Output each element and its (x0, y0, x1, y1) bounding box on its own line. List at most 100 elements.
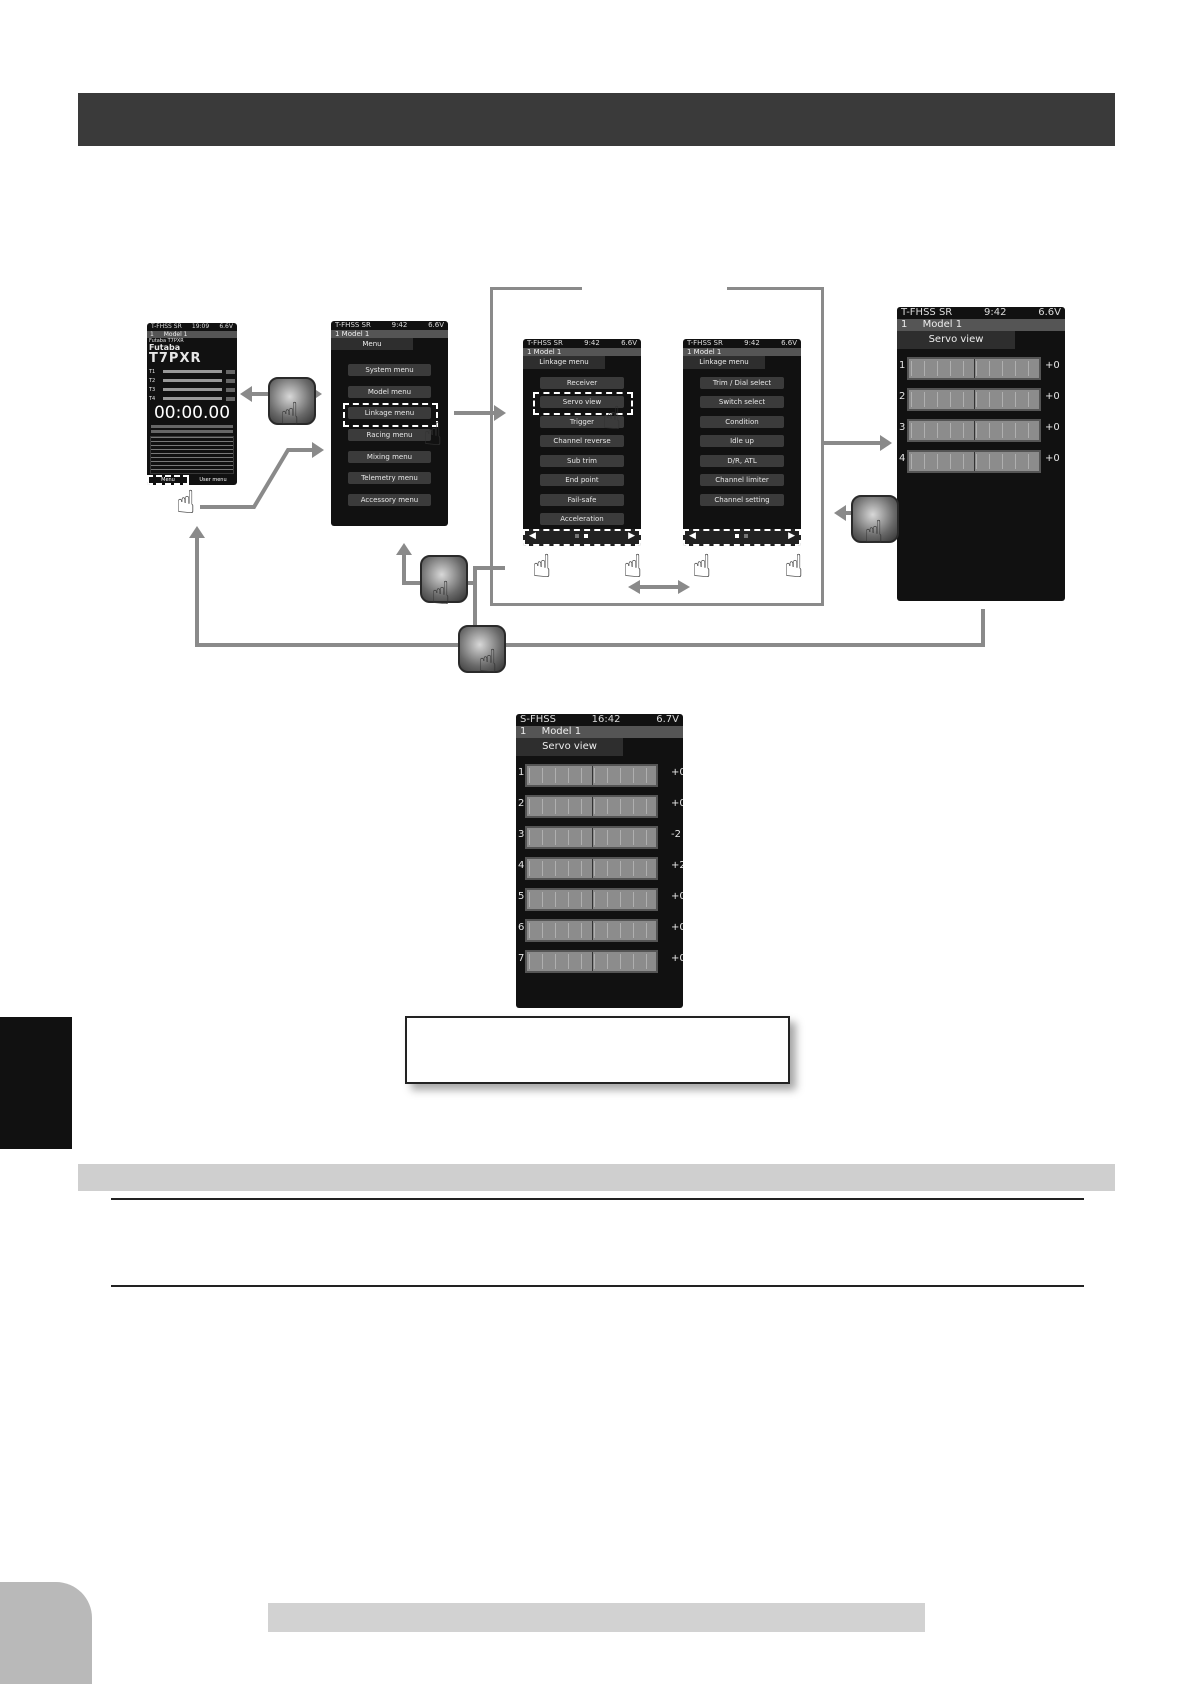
home-trim-value (226, 387, 235, 392)
servo-view-highlight (533, 392, 633, 415)
rule-bottom (111, 1285, 1084, 1287)
section-title-bar (78, 93, 1115, 146)
pointing-hand-icon: ☝ (280, 395, 300, 433)
page-dot-active-icon (735, 534, 739, 538)
sv2-status-left: S-FHSS (520, 714, 556, 725)
main-status-left: T-FHSS SR (335, 321, 371, 329)
linkage-menu-page2: T-FHSS SR 9:42 6.6V 1 Model 1 Linkage me… (683, 339, 801, 546)
bracket-top-left (490, 287, 582, 290)
lk2-item-channel-limiter[interactable]: Channel limiter (700, 474, 784, 486)
menu-item-accessory[interactable]: Accessory menu (348, 494, 431, 506)
main-model-strip: 1 Model 1 (331, 330, 448, 338)
sv1-model-no: 1 (901, 319, 908, 330)
servo-position-bar (525, 826, 658, 849)
servo-channel-row: 2 +0 (897, 388, 1065, 413)
home-status-time: 19:09 (191, 323, 210, 330)
lk1-item-trigger[interactable]: Trigger (540, 416, 624, 428)
rotary-knob-icon[interactable] (420, 555, 468, 603)
lk1-item-sub-trim[interactable]: Sub trim (540, 455, 624, 467)
pointing-hand-icon: ☝ (431, 574, 451, 612)
servo-channel-value: +0 (1045, 422, 1060, 433)
home-trim-value (226, 369, 235, 374)
servo-position-bar (525, 919, 658, 942)
prev-page-icon[interactable]: ◀ (689, 531, 696, 541)
prev-page-icon[interactable]: ◀ (529, 531, 536, 541)
servo-position-bar (907, 388, 1041, 411)
lk2-item-idle-up[interactable]: Idle up (700, 435, 784, 447)
servo-channel-number: 2 (899, 391, 906, 402)
lk2-item-dr-atl[interactable]: D/R, ATL (700, 455, 784, 467)
menu-item-linkage[interactable]: Linkage menu (348, 407, 431, 419)
main-menu-screen: T-FHSS SR 9:42 6.6V 1 Model 1 Menu Syste… (331, 321, 448, 526)
lk1-item-acceleration[interactable]: Acceleration (540, 513, 624, 525)
servo-channel-number: 3 (518, 829, 525, 840)
sv2-tab: Servo view (516, 738, 623, 756)
lk1-item-receiver[interactable]: Receiver (540, 377, 624, 389)
arrowhead-up (396, 543, 412, 555)
lk2-item-channel-setting[interactable]: Channel setting (700, 494, 784, 506)
lk2-page-nav: ◀ ▶ (683, 529, 801, 546)
menu-item-telemetry[interactable]: Telemetry menu (348, 472, 431, 484)
arrowhead-left (834, 505, 846, 521)
menu-item-mixing[interactable]: Mixing menu (348, 451, 431, 463)
home-trim-label: T3 (149, 386, 156, 393)
home-function-list (150, 436, 234, 474)
lk2-item-trim-dial-select[interactable]: Trim / Dial select (700, 377, 784, 389)
lk2-item-condition[interactable]: Condition (700, 416, 784, 428)
servo-bar-center (974, 452, 975, 471)
home-status-bar: T-FHSS SR 19:09 6.6V (147, 323, 237, 331)
servo-channel-row: 4+2 (516, 857, 683, 882)
home-status-volt: 6.6V (219, 323, 233, 330)
lk1-item-end-point[interactable]: End point (540, 474, 624, 486)
pointing-hand-icon: ☝ (692, 547, 712, 585)
servo-channel-value: +2 (671, 860, 683, 871)
next-page-icon[interactable]: ▶ (628, 531, 635, 541)
servo-position-bar (525, 888, 658, 911)
rotary-knob-icon[interactable] (851, 495, 899, 543)
servo-bar-center (591, 828, 593, 847)
arrowhead-left (628, 580, 640, 594)
servo-channel-number: 7 (518, 953, 525, 964)
servo-position-bar (525, 857, 658, 880)
servo-view-screen-large: S-FHSS 16:42 6.7V 1 Model 1 Servo view 1… (516, 714, 683, 1008)
lk2-item-switch-select[interactable]: Switch select (700, 396, 784, 408)
servo-bar-center (974, 390, 975, 409)
lk1-item-fail-safe[interactable]: Fail-safe (540, 494, 624, 506)
servo-channel-value: +0 (1045, 453, 1060, 464)
servo-bar-center (591, 890, 593, 909)
pointing-hand-icon: ☝ (602, 399, 622, 437)
main-status-volt: 6.6V (428, 321, 444, 329)
rotary-knob-icon[interactable] (458, 625, 506, 673)
lk2-status-volt: 6.6V (781, 339, 797, 347)
servo-bar-center (974, 359, 975, 378)
next-page-icon[interactable]: ▶ (788, 531, 795, 541)
linkage-highlight (343, 403, 438, 427)
home-status-left: T-FHSS SR (151, 323, 182, 330)
home-timer[interactable]: 00:00.00 (153, 403, 231, 423)
servo-channel-value: +0 (1045, 391, 1060, 402)
menu-item-racing[interactable]: Racing menu (348, 429, 431, 441)
lk1-model-strip: 1 Model 1 (523, 348, 641, 356)
arrow-home-to-menu (200, 448, 318, 509)
lk1-item-channel-reverse[interactable]: Channel reverse (540, 435, 624, 447)
page-dot-icon (575, 534, 579, 538)
rotary-knob-icon[interactable] (268, 377, 316, 425)
pointing-hand-icon: ☝ (864, 513, 884, 551)
pointing-hand-icon: ☝ (176, 483, 196, 521)
home-model-strip: 1 Model 1 (147, 331, 237, 338)
arrow-to-home (195, 533, 985, 647)
servo-channel-row: 7+0 (516, 950, 683, 975)
servo-channel-row: 5+0 (516, 888, 683, 913)
arrowhead-right (678, 580, 690, 594)
home-trim-row: T4 (149, 394, 235, 403)
lk1-page-nav: ◀ ▶ (523, 529, 641, 546)
home-user-menu-button[interactable]: User menu (199, 477, 227, 483)
sv1-model-name: Model 1 (922, 319, 963, 330)
servo-bar-center (591, 859, 593, 878)
arrowhead-left (240, 386, 252, 402)
menu-item-model[interactable]: Model menu (348, 386, 431, 398)
lk1-item-servo-view[interactable]: Servo view (540, 396, 624, 408)
page-number-tab (0, 1582, 92, 1684)
menu-item-system[interactable]: System menu (348, 364, 431, 376)
home-menu-button[interactable]: Menu (147, 475, 189, 485)
